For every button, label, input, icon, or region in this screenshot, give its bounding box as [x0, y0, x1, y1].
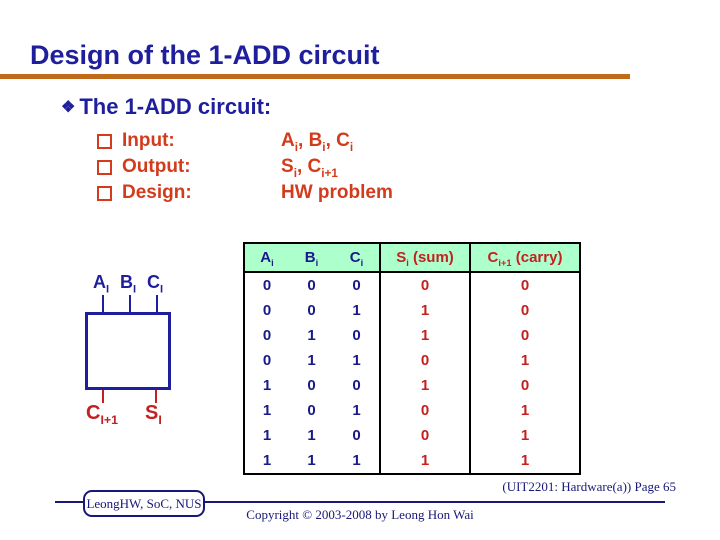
- output-wire: [102, 390, 104, 403]
- table-cell: 0: [334, 423, 381, 448]
- circuit-output-label-sum: SI: [145, 402, 162, 427]
- column-header: Ai: [244, 243, 289, 273]
- input-wire: [102, 295, 104, 312]
- list-item: Input: Ai, Bi, Ci: [96, 130, 516, 156]
- table-cell: 1: [262, 402, 272, 419]
- main-bullet-text: The 1-ADD circuit:: [79, 94, 272, 119]
- circuit-input-label-c: CI: [147, 272, 164, 296]
- table-cell: 0: [520, 377, 530, 394]
- column-header: Si (sum): [380, 243, 471, 273]
- table-cell: 1: [262, 377, 272, 394]
- table-header-row: Ai Bi Ci Si (sum) Ci+1 (carry): [244, 243, 580, 273]
- column-header: Ci+1 (carry): [470, 243, 580, 273]
- footer-divider: [55, 501, 665, 503]
- table-cell: 1: [307, 452, 316, 469]
- table-cell: 1: [334, 448, 381, 474]
- input-wire: [156, 295, 158, 312]
- square-bullet-icon: [97, 134, 112, 149]
- table-cell: 1: [520, 452, 530, 469]
- circuit-input-label-b: BI: [120, 272, 137, 296]
- table-cell: 0: [307, 302, 316, 319]
- table-cell: 1: [380, 373, 471, 398]
- table-cell: 1: [520, 427, 530, 444]
- spec-label: Output:: [122, 156, 191, 177]
- table-cell: 1: [307, 427, 316, 444]
- title-underline: [0, 74, 630, 79]
- table-cell: 1: [520, 352, 530, 369]
- spec-value: Si, Ci+1: [281, 156, 338, 180]
- table-cell: 0: [262, 327, 272, 344]
- spec-value: Ai, Bi, Ci: [281, 130, 354, 154]
- table-cell: 1: [334, 398, 381, 423]
- table-cell: 0: [380, 348, 471, 373]
- column-header: Ci: [334, 243, 381, 273]
- circuit-output-label-carry: CI+1: [86, 402, 119, 427]
- table-cell: 0: [307, 377, 316, 394]
- table-cell: 1: [380, 298, 471, 323]
- table-cell: 1: [334, 348, 381, 373]
- table-cell: 0: [307, 402, 316, 419]
- main-bullet: ❖The 1-ADD circuit:: [61, 94, 271, 120]
- column-header: Bi: [289, 243, 334, 273]
- table-cell: 1: [380, 448, 471, 474]
- list-item: Design: HW problem: [96, 182, 516, 208]
- spec-list: Input: Ai, Bi, Ci Output: Si, Ci+1 Desig…: [96, 130, 516, 208]
- table-cell: 0: [334, 373, 381, 398]
- table-cell: 0: [380, 272, 471, 298]
- table-cell: 0: [262, 302, 272, 319]
- table-cell: 0: [334, 272, 381, 298]
- table-cell: 0: [380, 423, 471, 448]
- list-item: Output: Si, Ci+1: [96, 156, 516, 182]
- diamond-bullet-icon: ❖: [61, 99, 76, 116]
- square-bullet-icon: [97, 186, 112, 201]
- table-cell: 1: [334, 298, 381, 323]
- table-cell: 0: [520, 277, 530, 294]
- table-cell: 1: [262, 452, 272, 469]
- table-cell: 0: [520, 327, 530, 344]
- truth-table-header: Ai Bi Ci Si (sum) Ci+1 (carry): [244, 243, 580, 273]
- table-cell: 0: [262, 277, 272, 294]
- table-cell: 1: [380, 323, 471, 348]
- circuit-input-label-a: AI: [93, 272, 110, 296]
- spec-label: Input:: [122, 130, 175, 151]
- input-wire: [129, 295, 131, 312]
- spec-label: Design:: [122, 182, 192, 203]
- table-cell: 0: [380, 398, 471, 423]
- table-cell: 0: [307, 277, 316, 294]
- table-cell: 0: [520, 302, 530, 319]
- spec-value: HW problem: [281, 182, 393, 203]
- copyright-text: Copyright © 2003-2008 by Leong Hon Wai: [246, 507, 474, 522]
- affiliation-badge: LeongHW, SoC, NUS: [83, 490, 205, 517]
- page-reference: (UIT2201: Hardware(a)) Page 65: [502, 479, 676, 494]
- output-wire: [155, 390, 157, 403]
- table-cell: 1: [520, 402, 530, 419]
- table-cell: 1: [307, 352, 316, 369]
- square-bullet-icon: [97, 160, 112, 175]
- adder-circuit-diagram: AI BI CI CI+1 SI: [85, 272, 180, 430]
- adder-box: [85, 312, 171, 390]
- table-cell: 1: [307, 327, 316, 344]
- table-cell: 0: [334, 323, 381, 348]
- table-cell: 1: [262, 427, 272, 444]
- page-title: Design of the 1-ADD circuit: [30, 40, 380, 70]
- table-cell: 0: [262, 352, 272, 369]
